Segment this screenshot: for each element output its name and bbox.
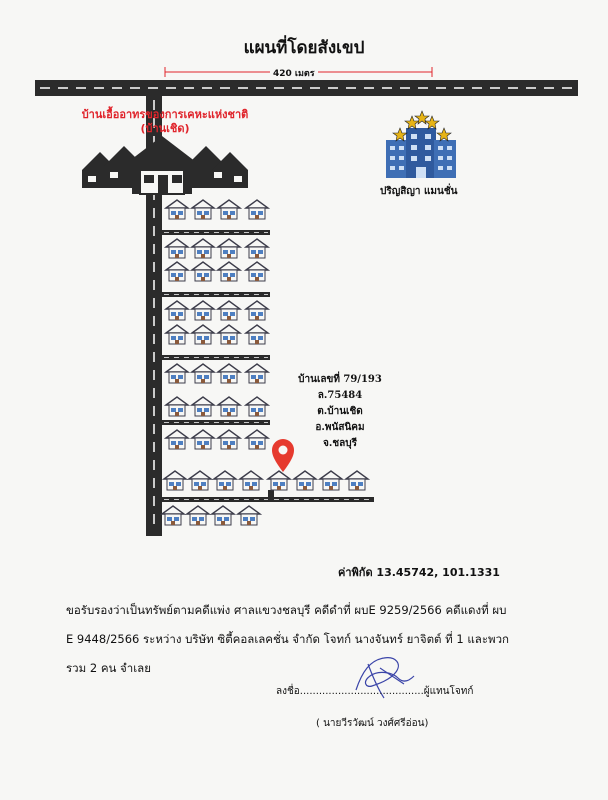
soi-road (162, 230, 270, 235)
house-icon (243, 300, 271, 321)
coordinates: ค่าพิกัด 13.45742, 101.1331 (338, 566, 500, 579)
house-icon (184, 505, 212, 526)
house-icon (163, 396, 191, 417)
house-icon (163, 199, 191, 220)
house-icon (161, 470, 189, 491)
house-icon (189, 300, 217, 321)
house-icon (237, 470, 265, 491)
certification-line-1: ขอรับรองว่าเป็นทรัพย์ตามคดีแพ่ง ศาลแขวงช… (66, 603, 507, 617)
certification-line-2: E 9448/2566 ระหว่าง บริษัท ซิตี้คอลเลคชั… (66, 632, 510, 646)
house-icon (209, 505, 237, 526)
house-icon (211, 470, 239, 491)
house-icon (163, 261, 191, 282)
house-icon (163, 324, 191, 345)
house-icon (189, 396, 217, 417)
distance-label: 420 เมตร (270, 66, 318, 80)
house-icon (163, 300, 191, 321)
house-icon (215, 199, 243, 220)
house-icon (243, 261, 271, 282)
location-pin-icon (272, 439, 294, 472)
address-subdistrict: ต.บ้านเชิด (317, 406, 363, 417)
house-icon (215, 300, 243, 321)
soi-roads (162, 230, 374, 502)
house-icon (243, 324, 271, 345)
house-icon (189, 261, 217, 282)
address-district: อ.พนัสนิคม (315, 422, 365, 433)
house-icon (235, 505, 263, 526)
address-deed: ล.75484 (317, 390, 363, 401)
project-name-line-1: บ้านเอื้ออาทรของการเคหะแห่งชาติ (81, 108, 249, 121)
house-icon (215, 429, 243, 450)
soi-road (162, 292, 270, 297)
house-icon (189, 199, 217, 220)
project-name: บ้านเอื้ออาทรของการเคหะแห่งชาติ (บ้านเชิ… (60, 108, 270, 136)
house-icon (243, 363, 271, 384)
signature-icon (355, 657, 415, 699)
house-icon (215, 396, 243, 417)
house-icon (163, 238, 191, 259)
house-icon (189, 238, 217, 259)
house-icon (215, 261, 243, 282)
house-icon (243, 396, 271, 417)
certification-line-3: รวม 2 คน จำเลย (66, 661, 151, 675)
house-icon (243, 429, 271, 450)
house-icon (189, 324, 217, 345)
property-address: บ้านเลขที่ 79/193 ล.75484 ต.บ้านเชิด อ.พ… (280, 372, 400, 452)
house-icon (186, 470, 214, 491)
house-icon (215, 363, 243, 384)
condo-name: ปริญสิญา แมนชั่น (380, 186, 458, 197)
house-icon (265, 470, 293, 491)
house-icon (317, 470, 345, 491)
project-name-line-2: (บ้านเชิด) (140, 122, 190, 135)
house-icon (291, 470, 319, 491)
hotel-stars (392, 110, 452, 142)
house-icon (243, 199, 271, 220)
signature-line: ลงชื่อ..................................… (276, 686, 474, 697)
house-icon (189, 429, 217, 450)
house-icon (243, 238, 271, 259)
soi-road (162, 355, 270, 360)
house-grid (159, 199, 371, 526)
house-icon (189, 363, 217, 384)
village-houses-icon (82, 136, 248, 195)
house-icon (215, 324, 243, 345)
map-title: แผนที่โดยสังเขป (243, 38, 365, 58)
hotel-building-icon (386, 128, 456, 178)
address-province: จ.ชลบุรี (323, 438, 357, 449)
house-icon (163, 363, 191, 384)
address-house-number: บ้านเลขที่ 79/193 (298, 374, 382, 385)
certification-text: ขอรับรองว่าเป็นทรัพย์ตามคดีแพ่ง ศาลแขวงช… (66, 596, 556, 683)
signer-name: ( นายวีรวัฒน์ วงศ์ศรีอ่อน) (316, 718, 429, 729)
house-icon (215, 238, 243, 259)
main-road (35, 80, 578, 96)
house-icon (343, 470, 371, 491)
house-icon (163, 429, 191, 450)
soi-road (162, 420, 270, 425)
house-icon (159, 505, 187, 526)
